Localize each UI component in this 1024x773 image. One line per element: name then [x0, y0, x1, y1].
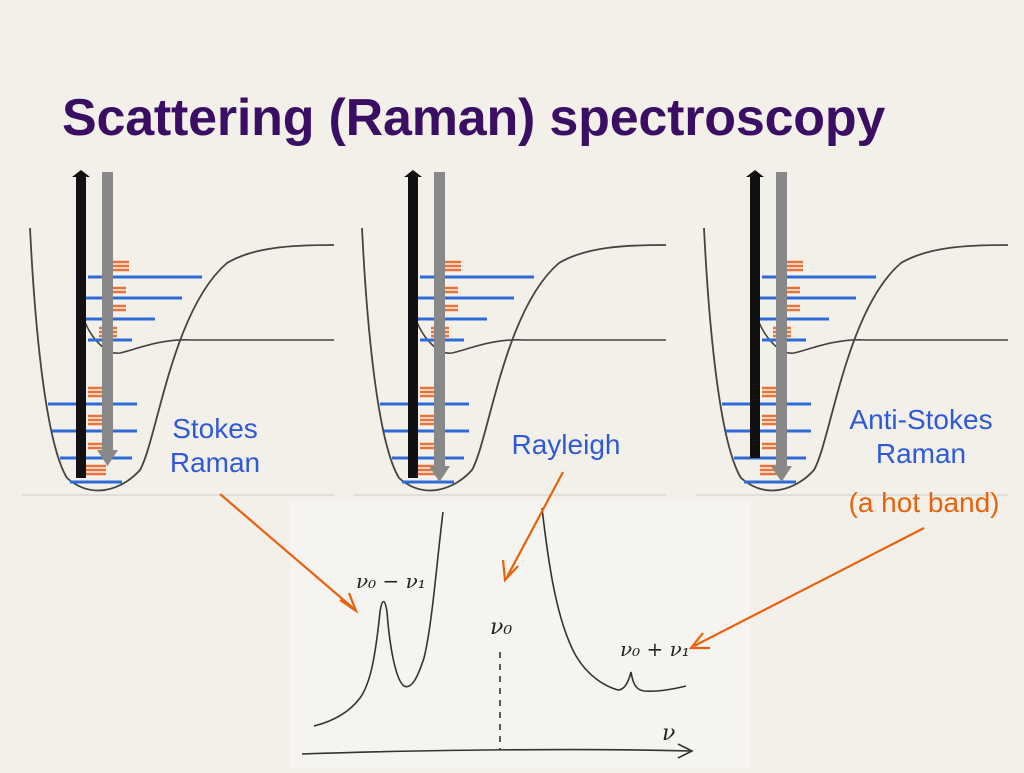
stokes-peak-label: ν₀ − ν₁: [356, 569, 426, 593]
spectrum-plot: ν₀ − ν₁ ν₀ ν₀ + ν₁ ν: [301, 507, 694, 759]
frequency-axis-arrowhead: [677, 743, 694, 759]
stokes-label-line-2: Raman: [169, 447, 261, 478]
antistokes-peak-label: ν₀ + ν₁: [620, 637, 690, 661]
stokes-label-line-1: Stokes: [172, 413, 258, 444]
rayleigh-label-line-1: Rayleigh: [511, 429, 621, 460]
incident-photon-arrow: [72, 170, 90, 478]
antistokes-label-line-1: Anti-Stokes: [849, 404, 993, 435]
incident-photon-arrow: [404, 170, 422, 478]
spectrum-left-branch: [313, 511, 444, 727]
spectrum-right-branch: [541, 507, 687, 692]
rayleigh-potential-curves: [354, 170, 667, 496]
frequency-axis-label: ν: [662, 721, 675, 746]
rayleigh-energy-diagram: [354, 160, 694, 500]
stokes-label: Stokes Raman: [160, 412, 270, 480]
antistokes-label-line-2: Raman: [875, 438, 967, 469]
rayleigh-label: Rayleigh: [496, 428, 636, 462]
scattered-photon-arrow: [429, 172, 450, 482]
raman-spectrum: ν₀ − ν₁ ν₀ ν₀ + ν₁ ν: [290, 500, 750, 768]
stokes-potential-curves: [22, 170, 335, 496]
scattered-photon-arrow: [771, 172, 792, 482]
scattered-photon-arrow: [97, 172, 118, 466]
incident-photon-arrow: [746, 170, 764, 458]
slide-title: Scattering (Raman) spectroscopy: [62, 89, 886, 147]
antistokes-potential-curves: [696, 170, 1009, 496]
frequency-axis: [301, 748, 691, 755]
antistokes-energy-diagram: [696, 160, 1024, 500]
antistokes-label: Anti-Stokes Raman: [826, 403, 1016, 471]
hot-band-label: (a hot band): [848, 487, 1000, 518]
center-frequency-label: ν₀: [490, 615, 512, 640]
stokes-energy-diagram: [22, 160, 362, 500]
